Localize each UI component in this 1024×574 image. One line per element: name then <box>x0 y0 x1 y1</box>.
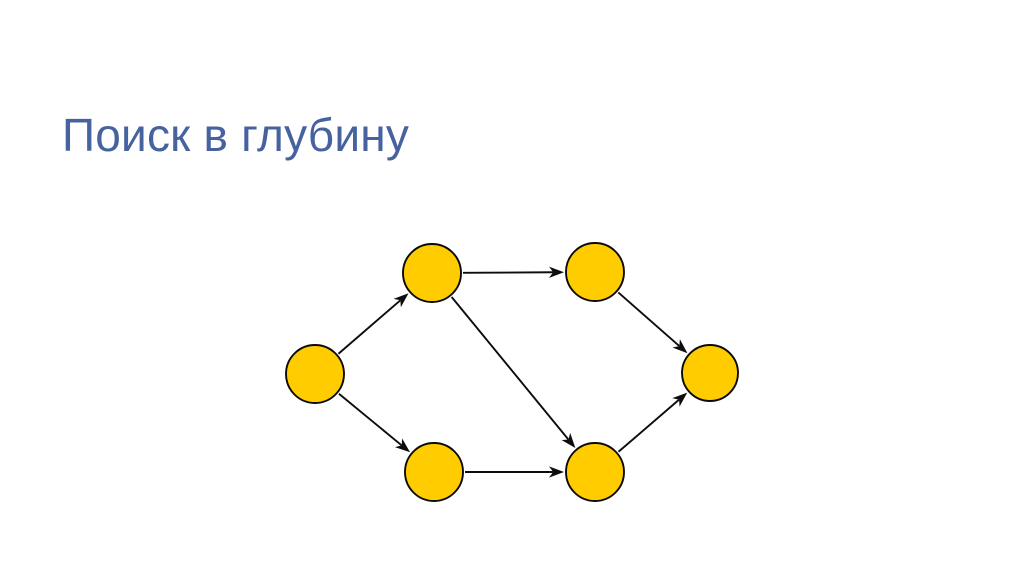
edge-arrowhead <box>672 339 688 354</box>
page-title: Поиск в глубину <box>62 108 410 161</box>
edge-arrowhead <box>393 293 409 308</box>
node-circle[interactable] <box>402 243 462 303</box>
edge-arrowhead <box>394 438 411 453</box>
edge-arrowhead <box>672 392 688 407</box>
edge-layer <box>337 266 688 478</box>
edge-line <box>450 296 570 441</box>
edge-line <box>462 271 554 274</box>
graph-edge <box>338 392 411 453</box>
node-circle[interactable] <box>285 344 345 404</box>
edge-arrowhead <box>561 432 576 449</box>
edge-arrowhead <box>549 466 564 478</box>
edge-line <box>338 392 403 447</box>
node-circle[interactable] <box>565 442 625 502</box>
graph-edge <box>617 392 688 453</box>
graph-node[interactable] <box>402 243 462 303</box>
graph-edge <box>450 296 576 449</box>
graph-edge <box>465 466 564 478</box>
graph-node[interactable] <box>565 442 625 502</box>
graph-node[interactable] <box>565 242 625 302</box>
node-circle[interactable] <box>681 344 739 402</box>
graph-edge <box>337 293 409 355</box>
node-circle[interactable] <box>404 442 464 502</box>
graph-node[interactable] <box>285 344 345 404</box>
node-layer <box>285 242 739 502</box>
node-circle[interactable] <box>565 242 625 302</box>
graph-node[interactable] <box>681 344 739 402</box>
graph-node[interactable] <box>404 442 464 502</box>
graph-edge <box>617 291 688 354</box>
graph-edge <box>462 266 564 278</box>
edge-line <box>337 299 401 355</box>
edge-line <box>617 399 680 453</box>
edge-line <box>617 291 680 347</box>
edge-arrowhead <box>548 266 564 278</box>
